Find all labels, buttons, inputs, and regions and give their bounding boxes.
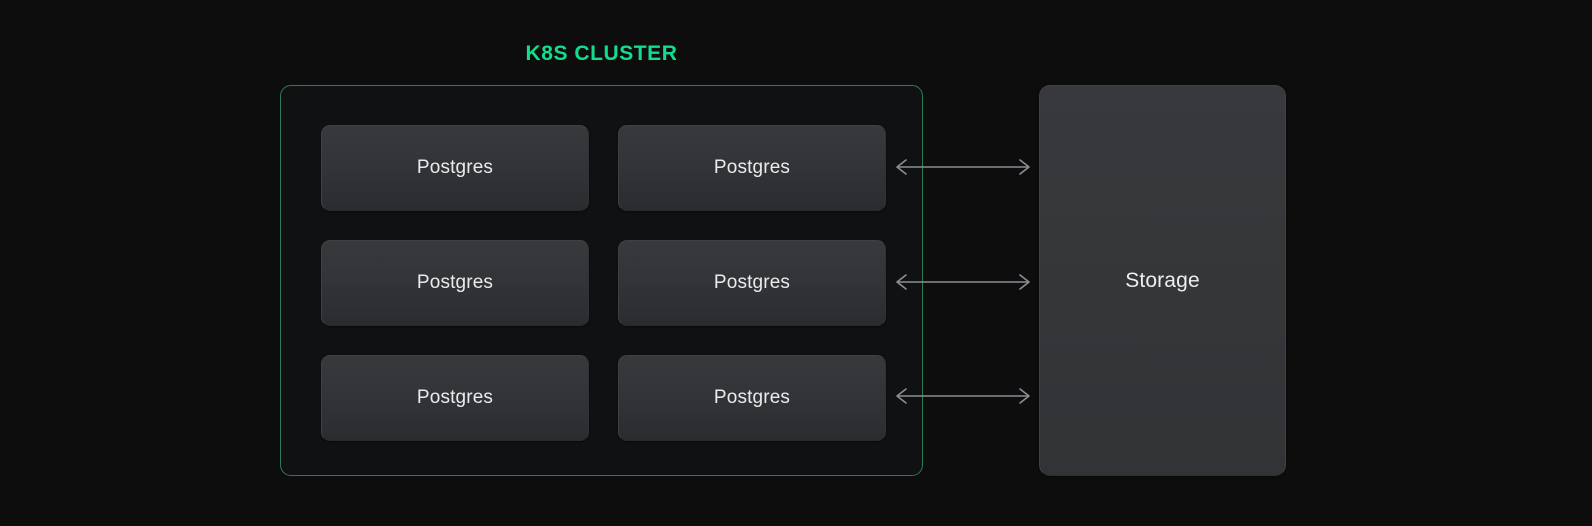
k8s-cluster-container: Postgres Postgres Postgres Postgres Post…: [280, 85, 923, 476]
postgres-node-3[interactable]: Postgres: [321, 240, 589, 326]
double-arrow-horizontal-icon: [896, 388, 1030, 404]
postgres-node-label: Postgres: [713, 387, 791, 408]
postgres-node-4[interactable]: Postgres: [618, 240, 886, 326]
storage-panel[interactable]: Storage: [1039, 85, 1286, 476]
postgres-node-label: Postgres: [713, 157, 791, 178]
connector-node6-storage: [893, 386, 1033, 406]
storage-label: Storage: [1125, 268, 1200, 292]
postgres-node-5[interactable]: Postgres: [321, 355, 589, 441]
postgres-node-label: Postgres: [713, 272, 791, 293]
postgres-node-label: Postgres: [416, 272, 494, 293]
double-arrow-horizontal-icon: [896, 159, 1030, 175]
postgres-node-2[interactable]: Postgres: [618, 125, 886, 211]
postgres-node-label: Postgres: [416, 387, 494, 408]
page-title: K8S CLUSTER: [525, 42, 678, 65]
postgres-node-6[interactable]: Postgres: [618, 355, 886, 441]
connector-node2-storage: [893, 157, 1033, 177]
double-arrow-horizontal-icon: [896, 274, 1030, 290]
postgres-node-grid: Postgres Postgres Postgres Postgres Post…: [321, 125, 886, 441]
postgres-node-label: Postgres: [416, 157, 494, 178]
postgres-node-1[interactable]: Postgres: [321, 125, 589, 211]
connector-node4-storage: [893, 272, 1033, 292]
